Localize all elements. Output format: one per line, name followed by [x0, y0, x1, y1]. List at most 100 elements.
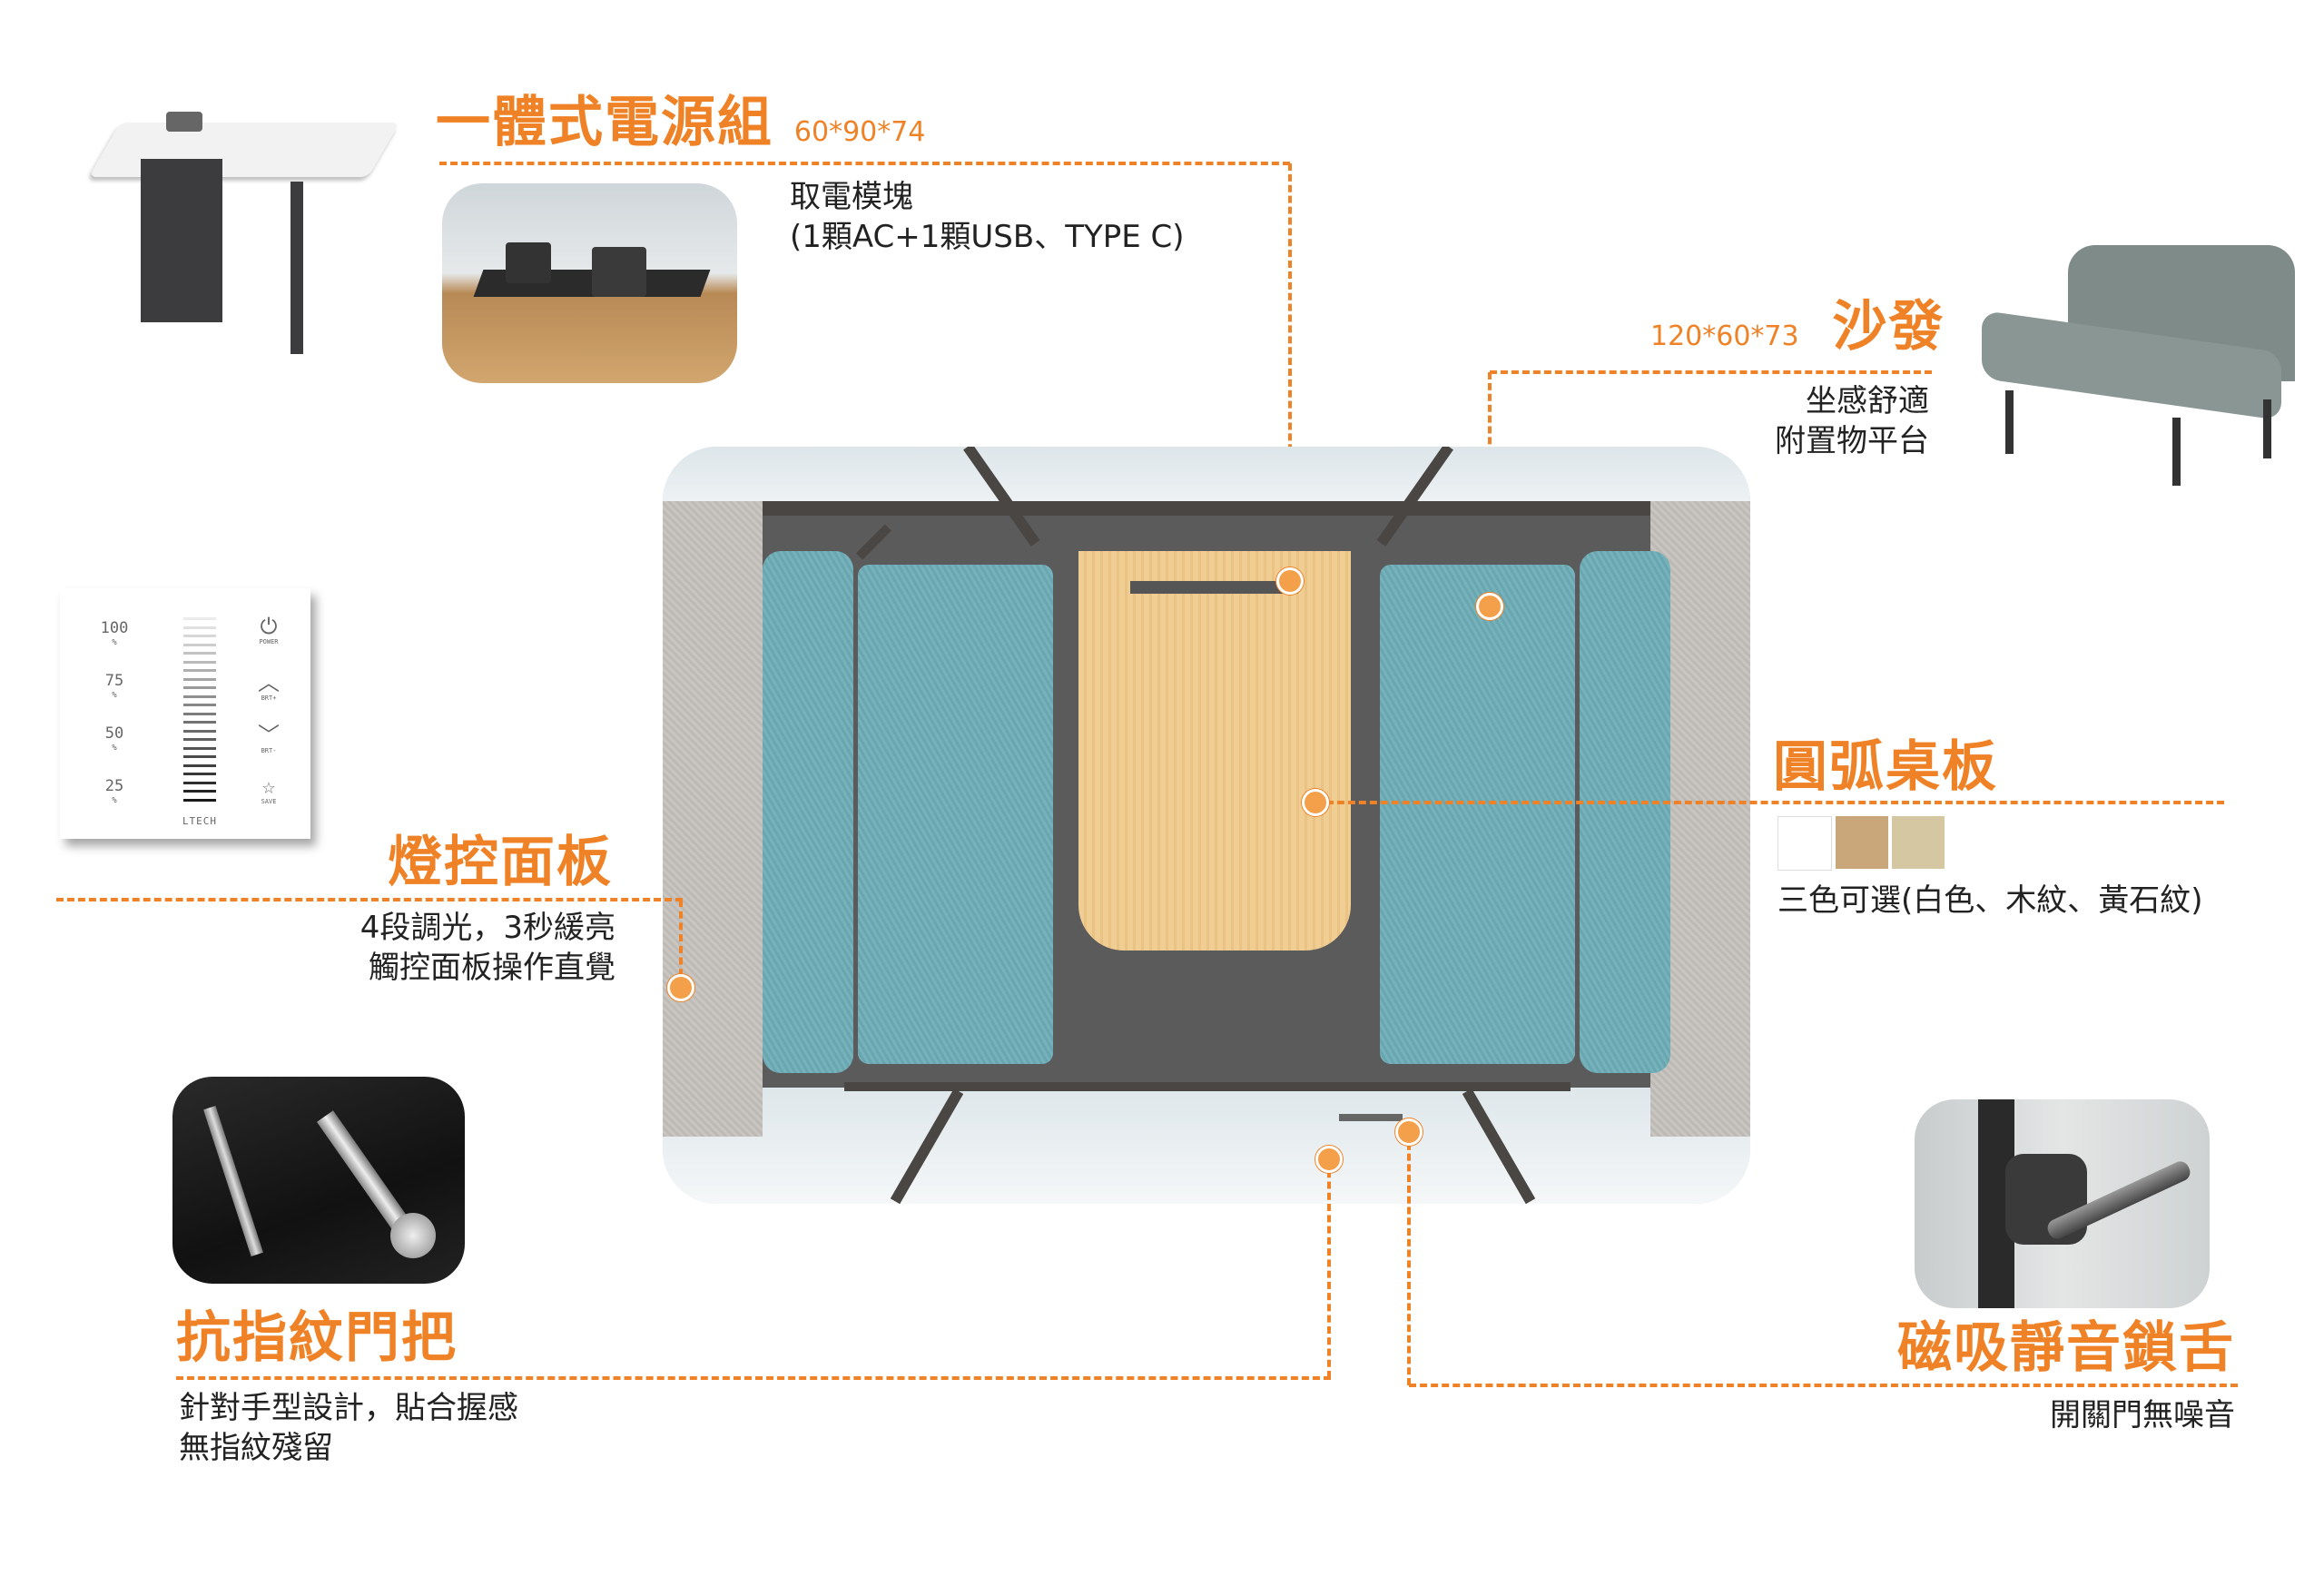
sofa-dimensions: 120*60*73: [1650, 320, 1799, 352]
light-description: 4段調光，3秒緩亮 觸控面板操作直覺: [360, 908, 615, 988]
handle-description: 針對手型設計，貼合握感 無指紋殘留: [179, 1388, 518, 1468]
star-icon: ☆: [261, 773, 276, 799]
dimmer-bar: [183, 660, 216, 664]
brt-down-label: BRT-: [261, 747, 277, 754]
dimmer-bar: [183, 755, 216, 758]
power-button[interactable]: ⏻POWER: [241, 616, 296, 646]
power-dimensions: 60*90*74: [793, 116, 926, 148]
handle-title: 抗指紋門把: [176, 1306, 458, 1370]
light-control-panel-image: 100% 75% 50% 25% ⏻POWER ︿BRT+ ﹀BRT- ☆SAV…: [60, 588, 310, 839]
sofa-title: 120*60*73 沙發: [1650, 300, 1945, 354]
swatch-wood: [1836, 816, 1888, 869]
tabletop-description: 三色可選(白色、木紋、黃石紋): [1777, 882, 2203, 919]
swatch-yellow-stone: [1892, 816, 1945, 869]
level-75: 75: [104, 672, 124, 690]
dimmer-bar: [183, 781, 216, 784]
light-marker-dot: [667, 974, 694, 1001]
chevron-up-icon: ︿: [258, 670, 280, 695]
light-control-title: 燈控面板: [388, 831, 613, 894]
left-sofa-seat: [858, 565, 1053, 1064]
sofa-leader-line: [1490, 370, 1932, 374]
handle-leader-line-vertical: [1327, 1159, 1331, 1378]
power-title: 一體式電源組 60*90*74: [436, 95, 925, 150]
level-25: 25: [104, 777, 124, 795]
sofa-desc-line2: 附置物平台: [1775, 423, 1929, 459]
swatch-white: [1777, 816, 1832, 871]
dimmer-bar: [183, 746, 216, 750]
desk-image: [88, 104, 400, 359]
left-sofa-back: [763, 551, 853, 1073]
dimmer-bar: [183, 635, 216, 637]
save-label: SAVE: [261, 798, 277, 805]
dimmer-bar: [183, 704, 216, 706]
light-desc-line2: 觸控面板操作直覺: [369, 950, 615, 986]
panel-brand: LTECH: [182, 815, 218, 827]
power-strip: [1130, 581, 1298, 594]
right-sofa-back: [1580, 551, 1670, 1073]
lock-leader-line: [1409, 1384, 2238, 1387]
dimmer-bar: [183, 694, 216, 698]
handle-desc-line2: 無指紋殘留: [179, 1430, 333, 1466]
dimmer-bar: [183, 721, 216, 724]
brightness-down-button[interactable]: ﹀BRT-: [241, 724, 296, 755]
power-icon: ⏻: [260, 614, 278, 639]
level-unit: %: [112, 638, 117, 647]
light-leader-line-vertical: [679, 900, 683, 988]
door-handle-photo: [172, 1077, 465, 1284]
dimmer-bar: [183, 729, 216, 733]
level-unit: %: [112, 744, 117, 753]
power-leader-line-vertical: [1288, 163, 1292, 581]
dimmer-bar: [183, 790, 216, 793]
dimmer-bar: [183, 677, 216, 681]
dimmer-bar: [183, 652, 216, 655]
door-handle: [1339, 1114, 1403, 1121]
light-leader-line: [56, 898, 683, 901]
tabletop-leader-line: [1315, 801, 2224, 804]
tabletop-marker-dot: [1302, 789, 1329, 816]
handle-marker-dot: [1315, 1146, 1343, 1173]
dimmer-bar: [183, 669, 216, 672]
level-unit: %: [112, 691, 117, 700]
handle-leader-line: [176, 1376, 1331, 1380]
sofa-marker-dot: [1476, 593, 1503, 620]
power-leader-line: [439, 162, 1290, 165]
sofa-title-text: 沙發: [1832, 295, 1945, 359]
sofa-image: [1982, 245, 2295, 488]
magnetic-lock-photo: [1915, 1099, 2210, 1308]
power-desc-line2: (1顆AC+1顆USB、TYPE C): [790, 219, 1185, 255]
right-sofa-seat: [1380, 565, 1575, 1064]
power-marker-dot: [1276, 567, 1304, 595]
save-button[interactable]: ☆SAVE: [241, 775, 296, 806]
brightness-up-button[interactable]: ︿BRT+: [241, 672, 296, 703]
dimmer-bar: [183, 712, 216, 715]
dimmer-bar: [183, 643, 216, 646]
light-desc-line1: 4段調光，3秒緩亮: [359, 910, 615, 946]
power-desc-line1: 取電模塊: [790, 179, 913, 215]
power-label: POWER: [259, 638, 279, 645]
dimmer-bar: [183, 625, 216, 629]
chevron-down-icon: ﹀: [258, 723, 280, 748]
power-title-text: 一體式電源組: [436, 91, 773, 154]
dimmer-bar: [183, 773, 216, 775]
lock-leader-line-vertical: [1407, 1132, 1411, 1385]
tabletop-title: 圓弧桌板: [1773, 735, 1998, 799]
dimmer-bar: [183, 617, 216, 620]
level-50: 50: [104, 724, 124, 743]
dimmer-bar: [183, 738, 216, 741]
handle-desc-line1: 針對手型設計，貼合握感: [179, 1390, 518, 1426]
lock-description: 開關門無噪音: [2050, 1397, 2235, 1433]
brt-up-label: BRT+: [261, 694, 277, 702]
lock-marker-dot: [1395, 1118, 1423, 1146]
dimmer-bar: [183, 763, 216, 767]
power-description: 取電模塊 (1顆AC+1顆USB、TYPE C): [790, 177, 1185, 257]
round-tabletop: [1078, 551, 1351, 951]
sofa-desc-line1: 坐感舒適: [1806, 383, 1929, 419]
dimmer-bar: [183, 798, 216, 802]
lock-title: 磁吸靜音鎖舌: [1897, 1316, 2235, 1380]
sofa-description: 坐感舒適 附置物平台: [1775, 381, 1929, 461]
power-module-photo: [442, 183, 737, 383]
level-unit: %: [112, 796, 117, 805]
pod-top-view: [663, 447, 1750, 1204]
dimmer-bar: [183, 686, 216, 689]
level-100: 100: [100, 619, 129, 637]
